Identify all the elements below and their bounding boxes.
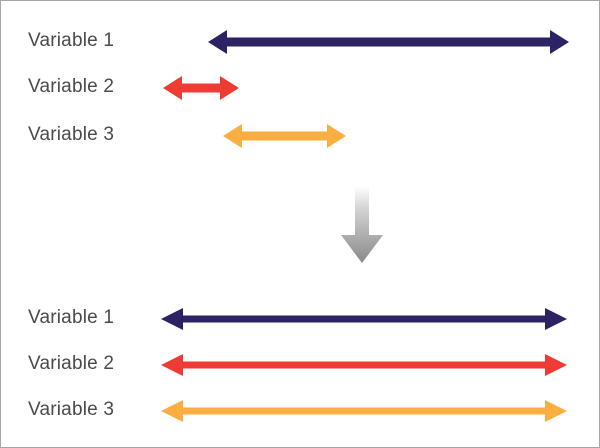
double-arrow-red-icon [161,354,567,376]
double-arrow-navy-icon [208,30,569,54]
bottom-label-variable-3: Variable 3 [28,399,115,420]
double-arrow-navy-icon [161,308,567,330]
bottom-label-variable-2: Variable 2 [28,353,115,374]
double-arrow-orange-icon [161,400,567,422]
bottom-arrow-variable-2 [161,354,567,376]
double-arrow-red-icon [163,76,239,100]
top-arrow-variable-3 [223,124,346,148]
bottom-arrow-variable-1 [161,308,567,330]
top-arrow-variable-1 [208,30,569,54]
double-arrow-orange-icon [223,124,346,148]
top-label-variable-1: Variable 1 [28,30,115,51]
top-arrow-variable-2 [163,76,239,100]
transition-down-arrow-icon [341,187,383,263]
top-label-variable-3: Variable 3 [28,124,115,145]
top-label-variable-2: Variable 2 [28,76,115,97]
bottom-arrow-variable-3 [161,400,567,422]
bottom-label-variable-1: Variable 1 [28,307,115,328]
down-arrow-shape [341,187,383,263]
